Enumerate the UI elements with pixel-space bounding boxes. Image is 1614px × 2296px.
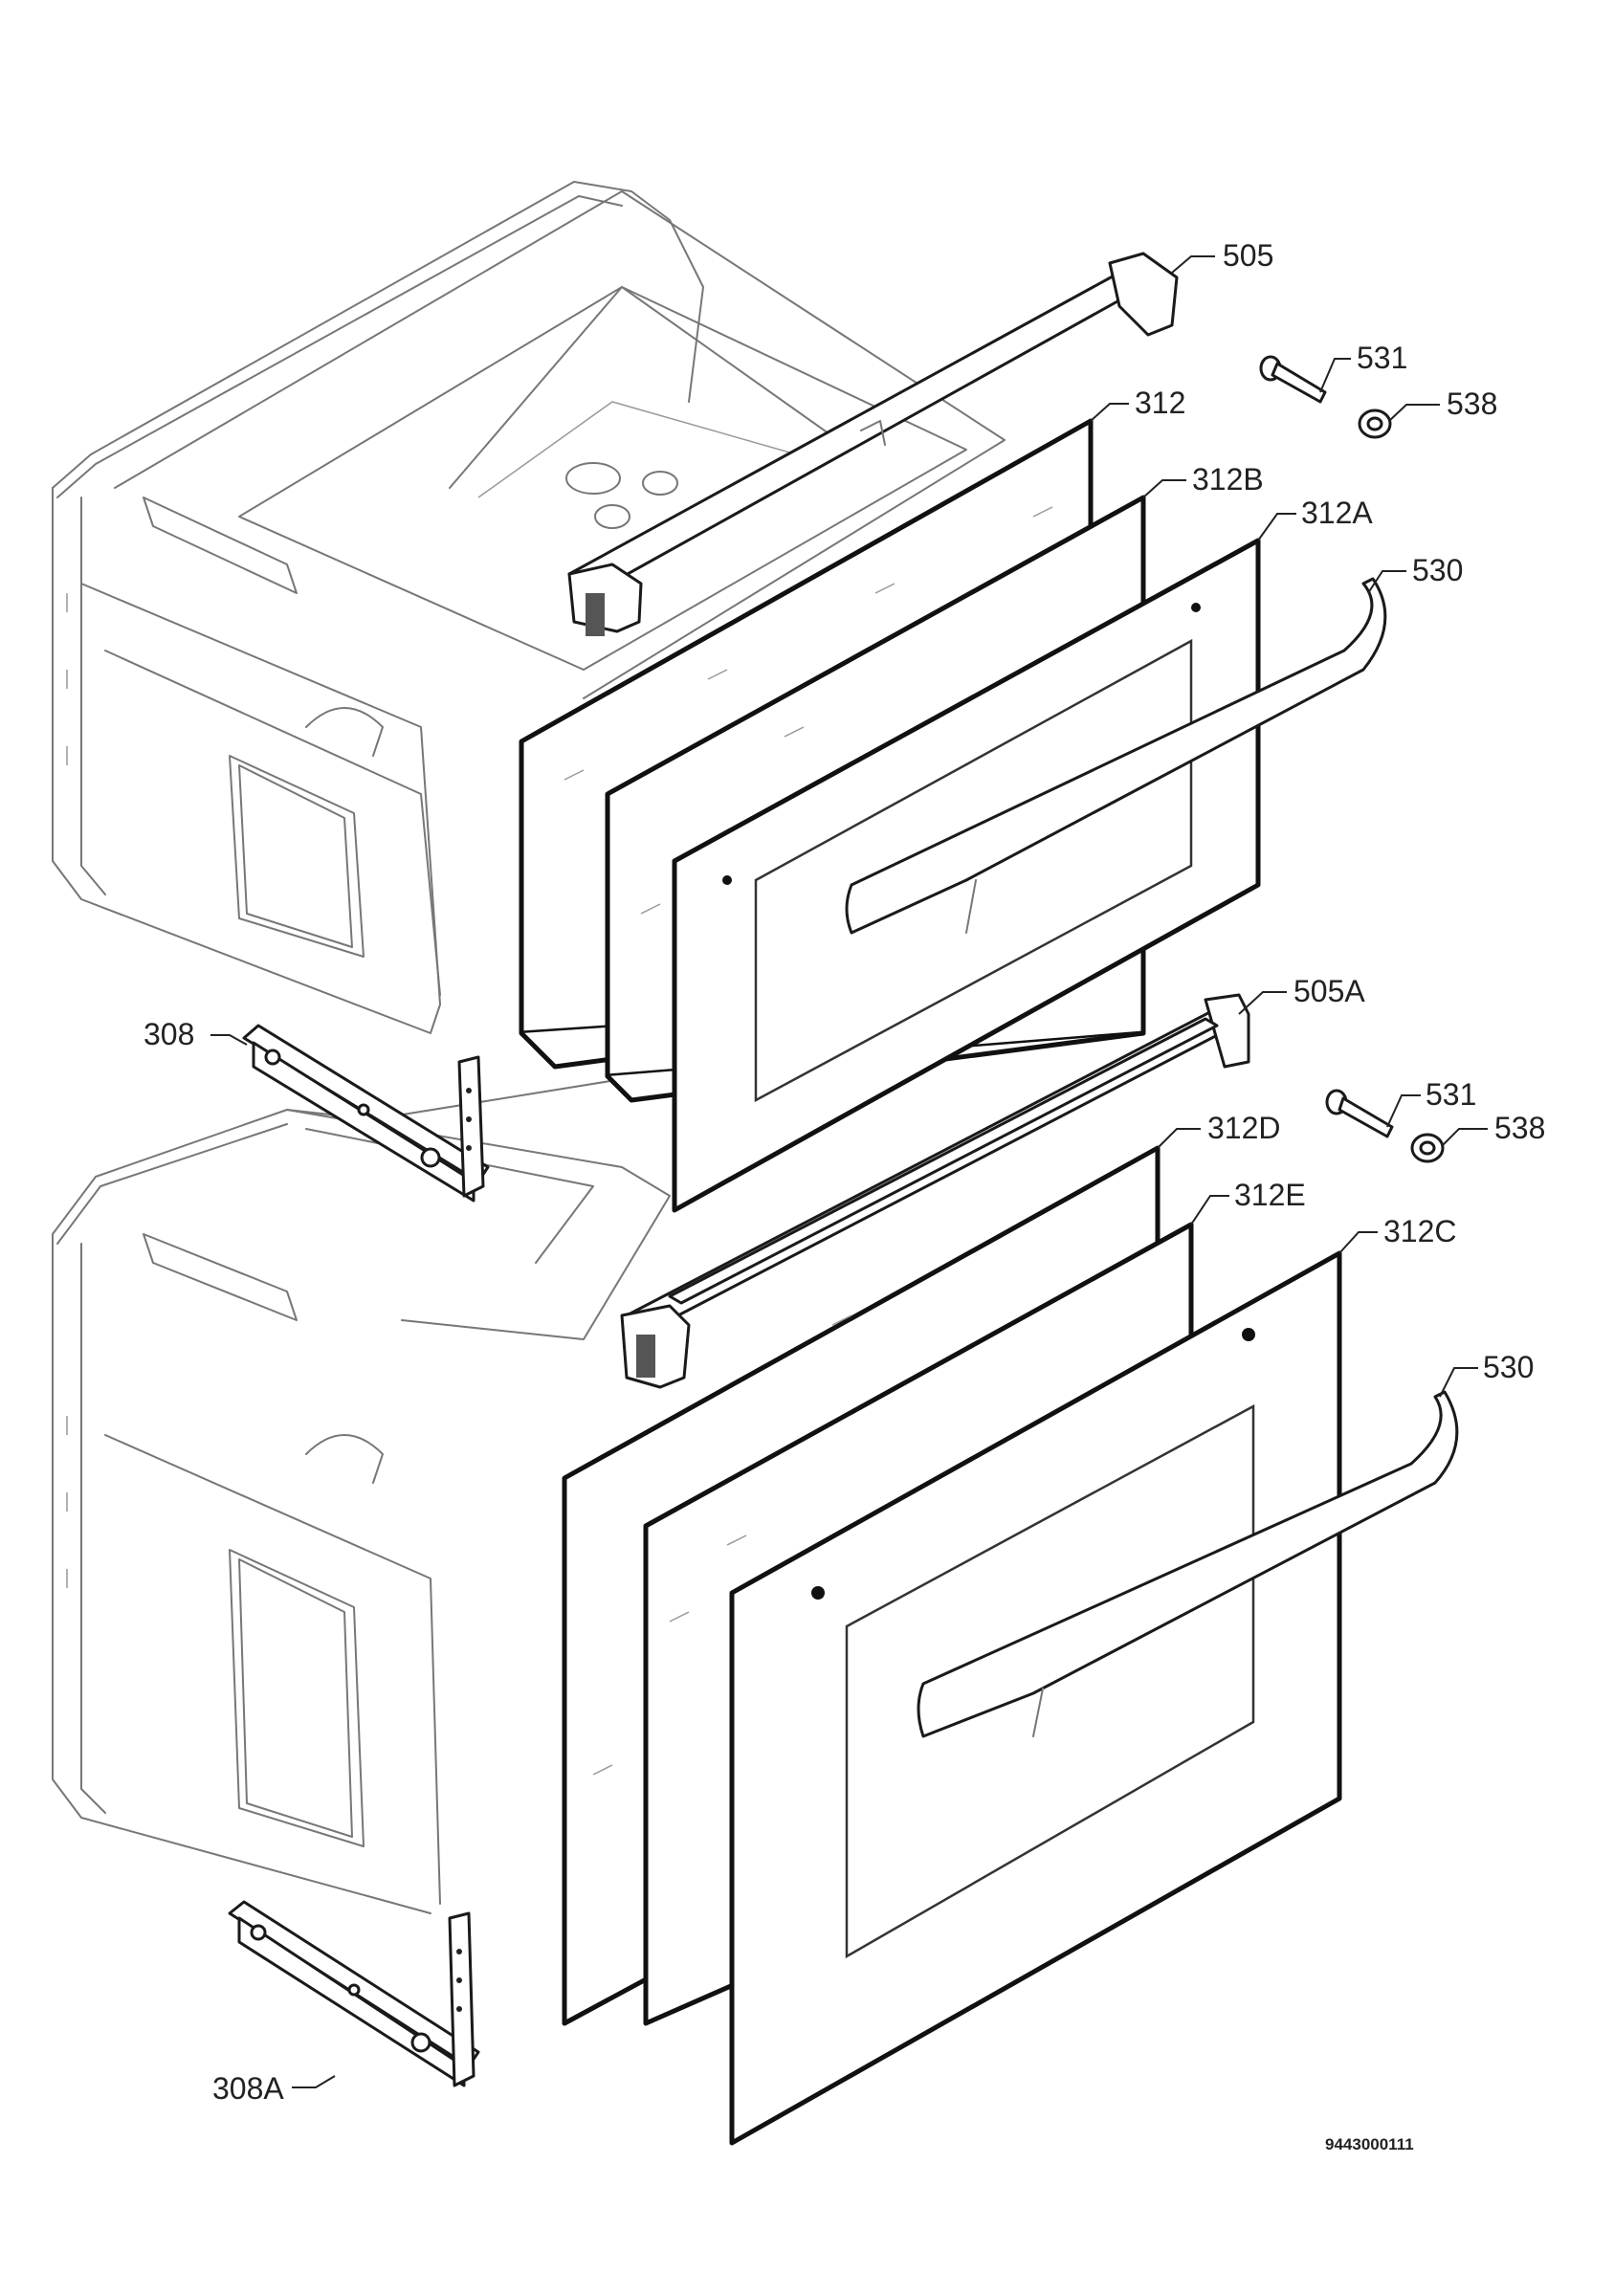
door-top-rail-505a: [620, 993, 1250, 1389]
upper-oven-cavity: [52, 181, 1006, 1034]
door-hinge-308: [242, 1024, 490, 1203]
callout-312c: 312C: [1383, 1214, 1457, 1248]
callout-308a: 308A: [212, 2071, 284, 2106]
bush-538-top: [1358, 408, 1392, 439]
callout-312d: 312D: [1207, 1111, 1281, 1145]
pin-531-bottom: [1325, 1089, 1394, 1138]
callout-530-top: 530: [1412, 553, 1463, 587]
door-handle-530-bottom: [917, 1390, 1459, 1738]
callout-312e: 312E: [1234, 1178, 1306, 1212]
door-top-rail-505: [567, 252, 1179, 636]
door-inner-frame-312c: [729, 1250, 1342, 2146]
door-handle-530-top: [845, 577, 1387, 935]
door-hinge-308a: [228, 1900, 480, 2087]
leader-lines: [210, 255, 1488, 2088]
pin-531-top: [1259, 355, 1327, 404]
callout-530-bottom: 530: [1483, 1350, 1534, 1384]
bush-538-bottom: [1410, 1133, 1445, 1163]
callout-312b: 312B: [1192, 462, 1264, 497]
callout-531-top: 531: [1357, 341, 1407, 375]
callout-538-bottom: 538: [1494, 1111, 1545, 1145]
callout-538-top: 538: [1447, 386, 1497, 421]
callout-531-bottom: 531: [1426, 1077, 1476, 1112]
callout-312: 312: [1135, 386, 1185, 420]
callout-505: 505: [1223, 238, 1273, 273]
callout-505a: 505A: [1293, 974, 1365, 1008]
document-number: 9443000111: [1325, 2135, 1414, 2153]
callout-308: 308: [144, 1017, 194, 1051]
callout-312a: 312A: [1301, 496, 1373, 530]
